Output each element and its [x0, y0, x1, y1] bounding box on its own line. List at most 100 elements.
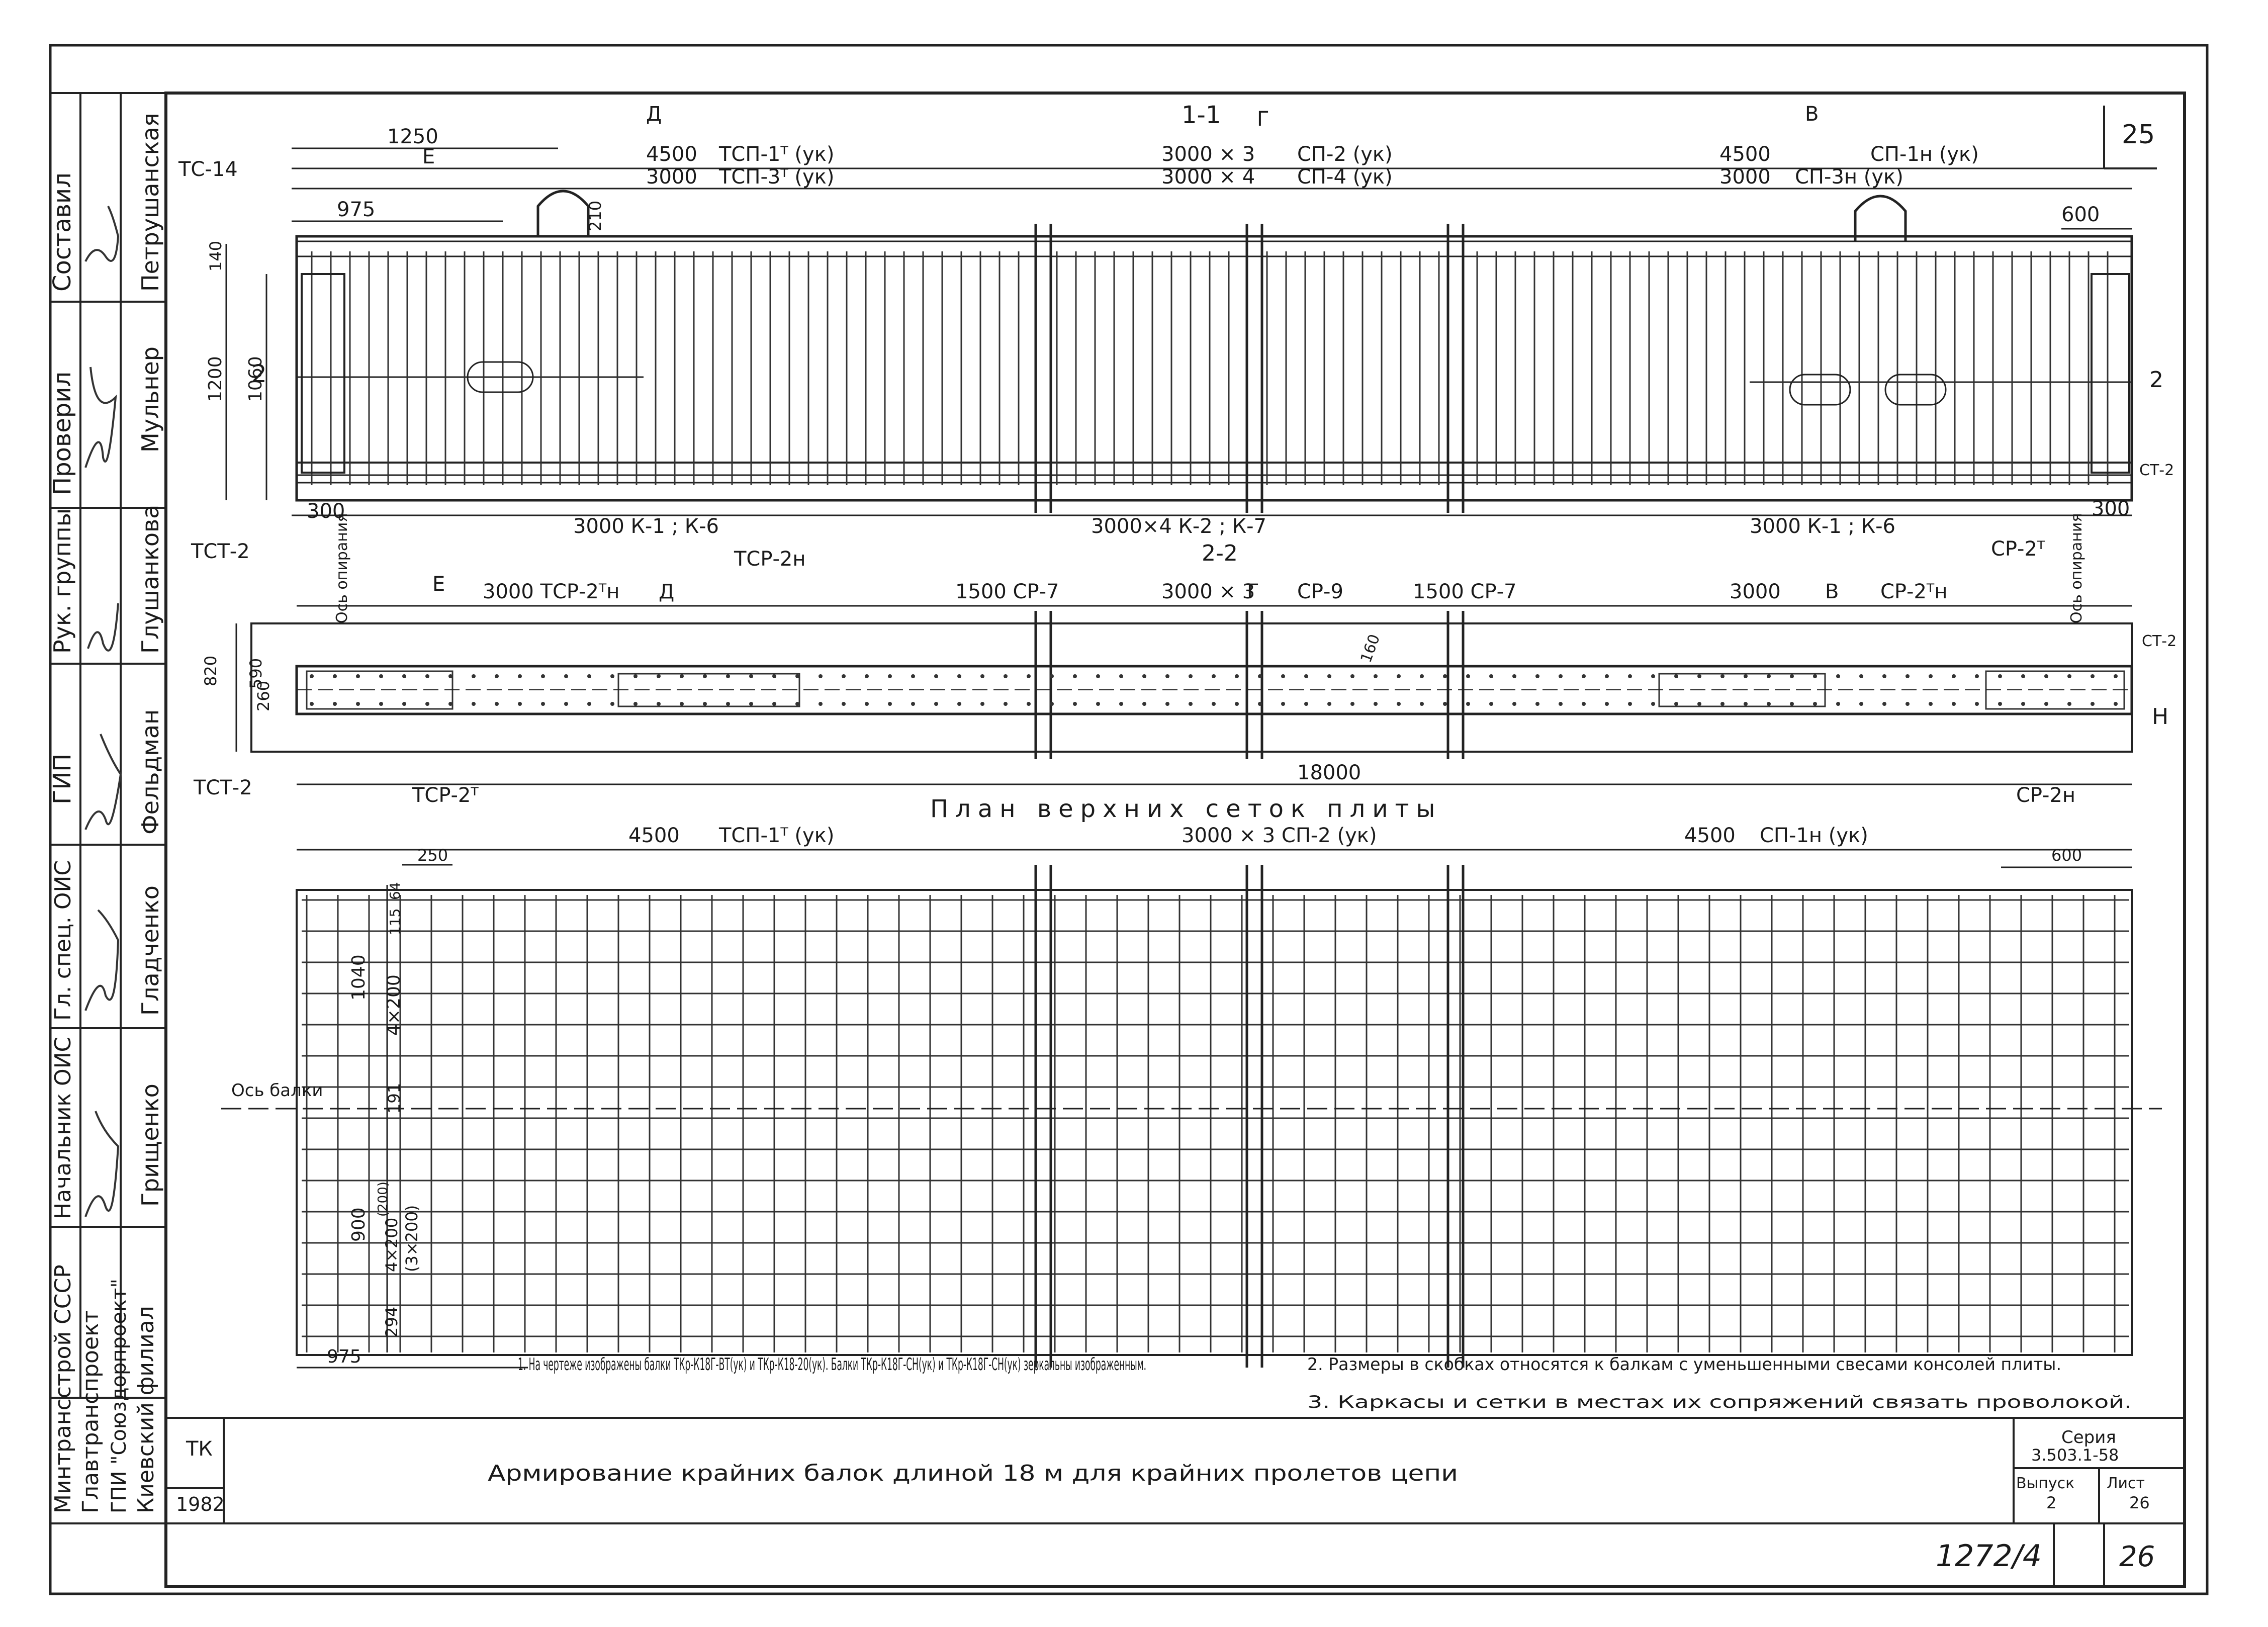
note-2: 2. Размеры в скобках относятся к балкам …	[1307, 1354, 2061, 1375]
sheet-label: Лист	[2107, 1475, 2145, 1492]
sheet-value: 26	[2129, 1493, 2150, 1512]
dim-text: 4×200	[384, 974, 404, 1036]
dim-text: 820	[201, 656, 220, 686]
signature-block	[50, 92, 2185, 1524]
role-label: Гл. спец. ОИС	[50, 860, 76, 1021]
dim-text: 3000×4 К-2 ; К-7	[1091, 515, 1266, 538]
role-label: Составил	[48, 172, 76, 292]
dim-text: 300	[2092, 497, 2130, 520]
org-line: Киевский филиал	[133, 1306, 159, 1513]
dim-text: 3000 × 3	[1161, 143, 1255, 166]
dim-text: 600	[2051, 846, 2082, 865]
rebar-dots	[310, 674, 2118, 706]
dim-text: 3000 × 4	[1161, 165, 1255, 189]
elevation-labels: 25 1-1 1250 Е 975 210 Д 4500 ТСП-1ᵀ (ук)…	[178, 101, 2174, 563]
outer-frame	[49, 44, 2209, 1595]
support-axis-label: Ось опирания	[333, 513, 351, 623]
section-mark: В	[1805, 103, 1819, 126]
dim-text: 210	[586, 201, 605, 231]
element-mark: СР-9	[1297, 580, 1343, 603]
element-mark: СР-2ᵀ	[1991, 537, 2045, 561]
section-mark: Д	[659, 580, 674, 603]
dim-text: 3000 К-1 ; К-6	[1750, 515, 1895, 538]
dim-text: 900	[348, 1207, 369, 1242]
dim-text: 250	[417, 846, 448, 865]
section-mark: Д	[646, 103, 662, 126]
dim-text: 3000 К-1 ; К-6	[573, 515, 719, 538]
element-mark: СР-2н	[2016, 784, 2075, 807]
role-label: ГИП	[48, 754, 76, 804]
dim-text: 191	[385, 1083, 404, 1114]
section-label: 1-1	[1182, 101, 1221, 129]
element-mark: СП-4 (ук)	[1297, 165, 1393, 189]
plan-22-labels: 2-2 Ось опирания Ось опирания Е 3000 ТСР…	[193, 513, 2176, 807]
element-mark: СП-3н (ук)	[1795, 165, 1903, 189]
dim-text: 4×200	[382, 1218, 401, 1272]
dim-text: 3000 × 3	[1161, 580, 1255, 603]
handwritten-signatures	[84, 206, 122, 1217]
signer-name: Грищенко	[137, 1083, 164, 1207]
dim-text: 4500	[1719, 143, 1771, 166]
section-label: 2-2	[1202, 540, 1238, 566]
dim-text: 1200	[205, 356, 226, 402]
dim-text: 3000	[646, 165, 697, 189]
dim-text: 260	[254, 681, 273, 711]
dim-text: 160	[1357, 632, 1384, 665]
page-number: 26	[2119, 1541, 2155, 1573]
dim-text: 3000	[1719, 165, 1771, 189]
beam-axis-label: Ось балки	[231, 1080, 323, 1101]
element-mark: СТ-2	[2142, 632, 2176, 650]
dim-text: (3×200)	[402, 1205, 421, 1272]
year: 1982	[176, 1493, 225, 1515]
role-label: Начальник ОИС	[50, 1037, 76, 1219]
element-mark: ТСР-2ᵀ	[412, 784, 479, 807]
note-3: 3. Каркасы и сетки в местах их сопряжени…	[1307, 1392, 2132, 1412]
dim-text: (200)	[376, 1182, 391, 1217]
section-mark: 2	[2149, 367, 2163, 393]
notes: 1. На чертеже изображены балки ТКр-К18Г-…	[518, 1354, 2132, 1412]
dim-text: 1060	[245, 356, 266, 402]
section-mark: Г	[1257, 108, 1269, 131]
mesh-grid	[302, 895, 2129, 1352]
element-mark: ТС-14	[178, 158, 238, 181]
dim-text: 600	[2061, 203, 2100, 226]
dim-text: 1040	[348, 954, 369, 1001]
dim-text: 140	[206, 241, 225, 272]
series-label: Серия	[2061, 1427, 2116, 1448]
element-mark: СР-2ᵀн	[1880, 580, 1947, 603]
sheet-number: 25	[2122, 120, 2155, 150]
title-block-texts: ТК 1982 Армирование крайних балок длиной…	[176, 1427, 2155, 1574]
element-mark: ТСП-3ᵀ (ук)	[718, 165, 834, 189]
dim-text: 294	[382, 1307, 401, 1337]
element-mark: ТСП-1ᵀ (ук)	[718, 143, 834, 166]
element-mark: СП-2 (ук)	[1297, 143, 1393, 166]
element-mark: ТСТ-2	[191, 540, 250, 563]
issue-value: 2	[2046, 1493, 2056, 1512]
org-line: ГПИ "Союздорпроект"	[108, 1279, 131, 1513]
beam-elevation-outline	[295, 235, 2133, 502]
element-mark: ТСР-2н	[734, 548, 806, 571]
org-line: Минтрансстрой СССР	[50, 1264, 76, 1513]
section-mark: Г	[1247, 580, 1259, 603]
dim-text: 4500	[646, 143, 697, 166]
dim-text: 4500	[628, 824, 680, 847]
dim-text: 300	[307, 500, 345, 523]
element-mark: 1500 СР-7	[955, 580, 1059, 603]
dim-text: 115	[387, 909, 403, 935]
element-mark: 1500 СР-7	[1413, 580, 1516, 603]
signer-name: Мульнер	[137, 346, 164, 453]
plan-section-2-2	[235, 605, 2133, 785]
dim-text: 975	[327, 1346, 361, 1367]
signer-name: Глушанкова	[137, 505, 164, 654]
section-mark: Е	[432, 573, 445, 596]
plan-heading: План верхних сеток плиты	[930, 795, 1442, 823]
inventory-code: 1272/4	[1936, 1539, 2042, 1574]
element-mark: ТСП-1ᵀ (ук)	[718, 824, 834, 847]
issue-label: Выпуск	[2016, 1475, 2074, 1492]
top-mesh-plan	[221, 849, 2162, 1369]
section-mark: Н	[2152, 704, 2168, 730]
org-line: Главтранспроект	[78, 1310, 104, 1513]
stirrup-lines	[311, 251, 2109, 485]
role-label: Рук. группы	[49, 508, 76, 654]
